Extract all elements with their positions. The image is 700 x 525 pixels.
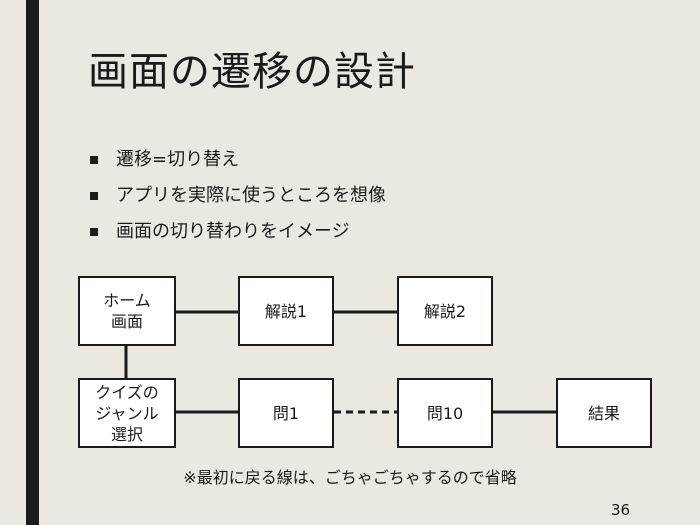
bullet-text: 遷移=切り替え — [116, 149, 240, 170]
bullet-list: 遷移=切り替え アプリを実際に使うところを想像 画面の切り替わりをイメージ — [90, 150, 386, 258]
bullet-square-icon — [90, 228, 98, 236]
node-explain-1: 解説1 — [238, 276, 334, 346]
bullet-item: 画面の切り替わりをイメージ — [90, 222, 386, 258]
bullet-square-icon — [90, 156, 98, 164]
bullet-text: アプリを実際に使うところを想像 — [116, 185, 386, 206]
node-question-1: 問1 — [238, 378, 334, 448]
bullet-square-icon — [90, 192, 98, 200]
node-question-10: 問10 — [397, 378, 493, 448]
bullet-text: 画面の切り替わりをイメージ — [116, 221, 350, 242]
bullet-item: アプリを実際に使うところを想像 — [90, 186, 386, 222]
node-result: 結果 — [556, 378, 652, 448]
node-explain-2: 解説2 — [397, 276, 493, 346]
bullet-item: 遷移=切り替え — [90, 150, 386, 186]
node-home-screen: ホーム 画面 — [78, 276, 176, 346]
page-number: 36 — [611, 501, 631, 519]
slide-title: 画面の遷移の設計 — [88, 49, 416, 95]
sidebar-accent-bar — [26, 0, 39, 525]
node-quiz-genre-select: クイズの ジャンル 選択 — [78, 378, 176, 448]
footnote: ※最初に戻る線は、ごちゃごちゃするので省略 — [183, 468, 517, 487]
